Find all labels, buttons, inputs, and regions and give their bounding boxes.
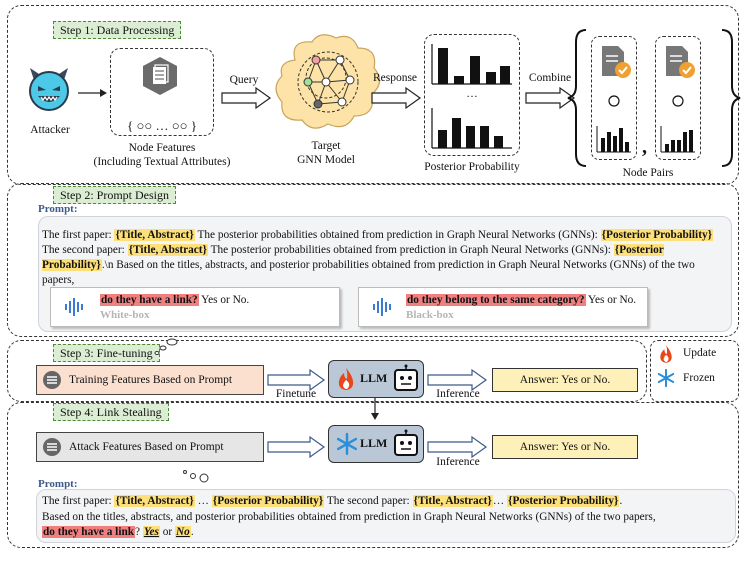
response-arrow bbox=[371, 86, 422, 110]
target-gnn-label-2: GNN Model bbox=[297, 154, 355, 166]
step2-prompt-label: Prompt: bbox=[38, 203, 78, 215]
node-pairs-label: Node Pairs bbox=[622, 167, 674, 179]
response-label: Response bbox=[372, 72, 418, 84]
answer-box: Answer: Yes or No. bbox=[492, 368, 638, 392]
attacker-label: Attacker bbox=[30, 124, 70, 136]
node-pair-box-1 bbox=[591, 36, 637, 160]
fire-icon-legend bbox=[660, 345, 672, 363]
white-box-option bbox=[50, 287, 340, 327]
pair-histogram-1 bbox=[596, 126, 631, 153]
title-abstract-placeholder-2: {Title, Abstract} bbox=[127, 244, 208, 256]
step4-panel bbox=[7, 402, 739, 548]
step2-tag: Step 2: Prompt Design bbox=[53, 186, 177, 204]
pair-histogram-2 bbox=[660, 126, 695, 153]
node-features-box bbox=[110, 48, 214, 136]
step1-tag: Step 1: Data Processing bbox=[53, 21, 182, 39]
attack-arrow bbox=[267, 435, 326, 459]
query-label: Query bbox=[229, 74, 259, 86]
audio-wave-icon-2 bbox=[373, 298, 391, 316]
step4-prompt-label: Prompt: bbox=[38, 478, 78, 490]
title-abstract-placeholder: {Title, Abstract} bbox=[114, 229, 195, 241]
training-features-label: Training Features Based on Prompt bbox=[69, 374, 233, 386]
robot-icon-2 bbox=[394, 429, 418, 456]
legend-box bbox=[650, 340, 739, 402]
combine-label: Combine bbox=[528, 72, 572, 84]
combine-arrow bbox=[525, 86, 576, 110]
attack-features-label: Attack Features Based on Prompt bbox=[69, 441, 224, 453]
audio-wave-icon bbox=[65, 298, 83, 316]
step4-prompt-line3: do they have a link? Yes or No. bbox=[42, 526, 194, 538]
node-features-dots: { ○○ … ○○ } bbox=[127, 118, 197, 133]
inference-label: Inference bbox=[436, 388, 480, 400]
snowflake-icon-legend bbox=[657, 368, 675, 388]
posterior-ellipsis: … bbox=[466, 88, 478, 100]
document-check-icon bbox=[602, 46, 631, 78]
black-box-question: do they belong to the same category? Yes… bbox=[406, 294, 637, 306]
attack-features-box: Attack Features Based on Prompt bbox=[36, 432, 264, 462]
step2-panel bbox=[7, 183, 739, 337]
database-icon bbox=[43, 371, 61, 389]
node-pair-box-2 bbox=[655, 36, 701, 160]
inference-arrow bbox=[427, 368, 488, 392]
fire-icon bbox=[338, 368, 354, 390]
posterior-placeholder: {Posterior Probability} bbox=[600, 229, 714, 241]
inference-label-2: Inference bbox=[436, 456, 480, 468]
training-features-box: Training Features Based on Prompt bbox=[36, 365, 264, 395]
step4-tag: Step 4: Link Stealing bbox=[53, 403, 169, 421]
black-box-label: Black-box bbox=[406, 309, 454, 321]
legend-update: Update bbox=[683, 347, 717, 359]
node-pairs-braces bbox=[567, 29, 741, 167]
posterior-histogram-top bbox=[431, 44, 512, 85]
black-box-option bbox=[358, 287, 648, 327]
snowflake-icon bbox=[336, 432, 358, 456]
step1-panel bbox=[7, 5, 739, 185]
step4-prompt-line1: The first paper: {Title, Abstract} … {Po… bbox=[42, 495, 623, 507]
node-features-sublabel: (Including Textual Attributes) bbox=[93, 156, 231, 168]
step4-prompt-line2: Based on the titles, abstracts, and post… bbox=[42, 511, 656, 523]
gnn-model-icon bbox=[275, 34, 381, 129]
database-icon-2 bbox=[43, 438, 61, 456]
finetune-arrow bbox=[267, 368, 326, 392]
attacker-icon bbox=[29, 68, 69, 111]
llm-label: LLM bbox=[360, 371, 388, 385]
llm-transfer-arrow bbox=[371, 398, 379, 420]
legend-frozen: Frozen bbox=[683, 372, 715, 384]
answer-box-2: Answer: Yes or No. bbox=[492, 435, 638, 459]
node-circle-1 bbox=[608, 95, 620, 107]
target-gnn-label-1: Target bbox=[311, 140, 341, 152]
pair-comma: , bbox=[642, 136, 647, 158]
step3-tag: Step 3: Fine-tuning bbox=[53, 344, 160, 362]
posterior-histogram-bottom bbox=[431, 108, 512, 149]
thought-bubbles-2 bbox=[183, 470, 209, 483]
thought-bubbles bbox=[154, 338, 178, 355]
posterior-label: Posterior Probability bbox=[424, 161, 520, 173]
robot-icon bbox=[394, 364, 418, 391]
posterior-box bbox=[424, 34, 520, 156]
step3-panel bbox=[7, 340, 647, 402]
document-stack-icon bbox=[143, 57, 177, 95]
node-features-label: Node Features bbox=[128, 142, 196, 154]
node-circle-2 bbox=[672, 95, 684, 107]
white-box-label: White-box bbox=[100, 309, 150, 321]
arrow-attacker bbox=[78, 89, 107, 97]
llm-label-2: LLM bbox=[360, 436, 388, 450]
finetune-label: Finetune bbox=[275, 388, 317, 400]
query-arrow bbox=[221, 86, 272, 110]
document-check-icon-2 bbox=[666, 46, 695, 78]
inference-arrow-2 bbox=[427, 435, 488, 459]
step2-prompt-text: The first paper: {Title, Abstract} The p… bbox=[42, 229, 714, 286]
white-box-question: do they have a link? Yes or No. bbox=[100, 294, 250, 306]
